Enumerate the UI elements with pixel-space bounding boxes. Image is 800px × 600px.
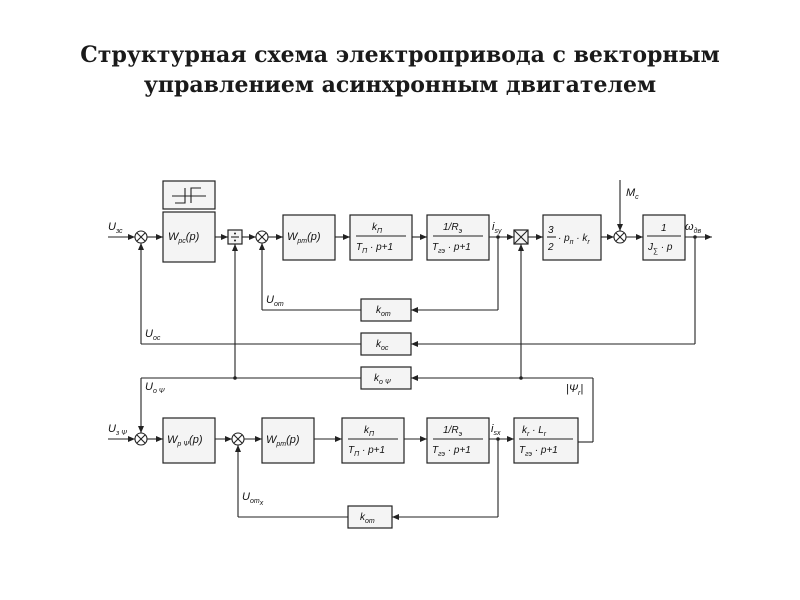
svg-text:kr · Lr: kr · Lr [522, 425, 547, 438]
svg-text:kот: kот [376, 305, 391, 318]
svg-text:kо Ψ: kо Ψ [374, 373, 391, 386]
svg-text:J∑ · p: J∑ · p [647, 242, 673, 255]
summing-junction-flux [134, 432, 148, 446]
mc-label: Mc [626, 187, 639, 201]
stator-circuit-block-x: 1/Rэ Tгэ · p+1 [426, 417, 490, 464]
svg-text:kос: kос [376, 339, 389, 352]
svg-text:Wрт(p): Wрт(p) [266, 434, 300, 448]
u-opsi-label: Uо Ψ [145, 381, 165, 395]
svg-text:1/Rэ: 1/Rэ [443, 425, 463, 438]
i-sx-label: isx [491, 423, 501, 437]
summing-junction-current-x [231, 432, 245, 446]
speed-feedback-block: kос [360, 332, 412, 356]
torque-block: 3 2 · pп · kr [542, 214, 602, 261]
flux-feedback-block: kо Ψ [360, 366, 412, 390]
diagram-title: Структурная схема электропривода с векто… [0, 40, 800, 100]
converter-block-x: kП TП · p+1 [341, 417, 405, 464]
current-controller-block-x: Wрт(p) [261, 417, 315, 464]
u-ot-label: Uот [266, 294, 284, 308]
summing-junction-current-y [255, 230, 269, 244]
omega-label: ωдв [685, 221, 701, 235]
title-line-1: Структурная схема электропривода с векто… [80, 42, 720, 68]
summing-junction-speed [134, 230, 148, 244]
svg-text:1/Rэ: 1/Rэ [443, 222, 463, 235]
current-controller-block-y: Wрт(p) [282, 214, 336, 261]
u-zpsi-label: Uз Ψ [108, 423, 127, 437]
svg-text:Tгэ · p+1: Tгэ · p+1 [432, 242, 471, 255]
divider-block [227, 229, 243, 245]
rotor-flux-block: kr · Lr Tгэ · p+1 [513, 417, 579, 464]
converter-block-y: kП TП · p+1 [349, 214, 413, 261]
i-sy-label: isy [492, 221, 502, 235]
svg-text:3: 3 [548, 225, 554, 236]
svg-text:TП · p+1: TП · p+1 [356, 242, 393, 255]
u-os-label: Uос [145, 328, 161, 342]
u-zs-label: Uзс [108, 221, 123, 235]
flux-controller-block: Wр Ψ(p) [162, 417, 216, 464]
svg-text:TП · p+1: TП · p+1 [348, 445, 385, 458]
svg-text:1: 1 [661, 223, 667, 234]
svg-text:kП: kП [372, 222, 383, 235]
title-line-2: управлением асинхронным двигателем [143, 72, 657, 98]
inertia-block: 1 J∑ · p [642, 214, 686, 261]
speed-controller-block: Wрс(p) [162, 211, 216, 263]
summing-junction-torque [613, 230, 627, 244]
svg-text:kот: kот [360, 512, 375, 525]
svg-text:Tгэ · p+1: Tгэ · p+1 [432, 445, 471, 458]
multiplier-block [513, 229, 529, 245]
psi-r-label: |Ψr| [566, 383, 583, 397]
svg-text:Wрс(p): Wрс(p) [168, 231, 200, 245]
svg-text:2: 2 [547, 242, 554, 253]
svg-text:Wрт(p): Wрт(p) [287, 231, 321, 245]
svg-text:Wр Ψ(p): Wр Ψ(p) [167, 434, 203, 448]
u-otx-label: Uотx [242, 491, 264, 507]
svg-text:kП: kП [364, 425, 375, 438]
stator-circuit-block-y: 1/Rэ Tгэ · p+1 [426, 214, 490, 261]
current-feedback-block-x: kот [347, 505, 393, 529]
relay-nonlinearity-block [162, 180, 216, 210]
svg-text:Tгэ · p+1: Tгэ · p+1 [519, 445, 558, 458]
current-feedback-block-y: kот [360, 298, 412, 322]
svg-text:· pп · kr: · pп · kr [558, 233, 590, 246]
